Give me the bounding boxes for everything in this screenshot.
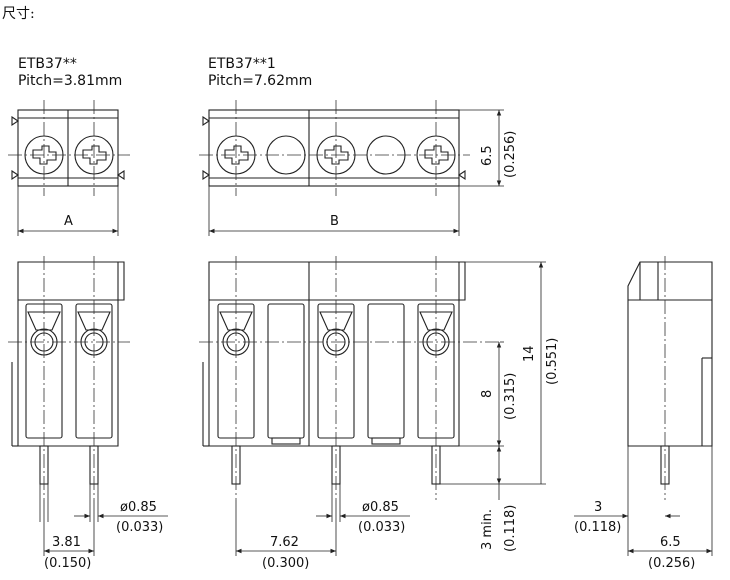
dim-pitch-right-in: (0.300): [262, 556, 310, 571]
dim-pitch-left-in: (0.150): [44, 556, 92, 571]
front-view-left: [11, 261, 125, 485]
dim-height-total-in: (0.551): [545, 337, 560, 385]
dim-pin-min-in: (0.118): [503, 504, 518, 552]
page-title: 尺寸:: [2, 6, 35, 22]
dim-height-total-mm: 14: [522, 345, 537, 362]
dim-b-label: B: [330, 214, 339, 229]
center-lines: [8, 100, 666, 500]
right-model-name: ETB37**1: [208, 56, 276, 72]
side-view: [627, 261, 713, 485]
blank-pole-slot: [367, 303, 405, 445]
dim-pin-dia-left-in: (0.033): [116, 520, 164, 535]
dim-pin-min-mm: 3 min.: [480, 508, 495, 550]
dimension-lines: [17, 109, 713, 556]
left-model-name: ETB37**: [18, 56, 77, 72]
top-view-left: [11, 109, 125, 187]
dim-pitch-left-mm: 3.81: [52, 535, 81, 550]
top-view-right: [202, 109, 466, 187]
dim-height-top-mm: 6.5: [480, 145, 495, 166]
dim-pitch-right-mm: 7.62: [270, 535, 299, 550]
dim-side-depth-mm: 6.5: [660, 535, 681, 550]
front-view-right: [202, 261, 466, 485]
dim-pin-dia-left-mm: ø0.85: [120, 500, 157, 515]
blank-pole-slot: [267, 303, 305, 445]
left-model-pitch: Pitch=3.81mm: [18, 73, 123, 89]
dim-pin-dia-right-in: (0.033): [358, 520, 406, 535]
dim-height-top-in: (0.256): [503, 130, 518, 178]
dim-side-depth-in: (0.256): [648, 556, 696, 571]
right-model-pitch: Pitch=7.62mm: [208, 73, 313, 89]
dim-height-mid-in: (0.315): [503, 372, 518, 420]
dim-side-offset-mm: 3: [594, 500, 603, 515]
dim-a-label: A: [64, 214, 73, 229]
dim-side-offset-in: (0.118): [574, 520, 622, 535]
dim-pin-dia-right-mm: ø0.85: [362, 500, 399, 515]
dim-height-mid-mm: 8: [480, 389, 495, 398]
